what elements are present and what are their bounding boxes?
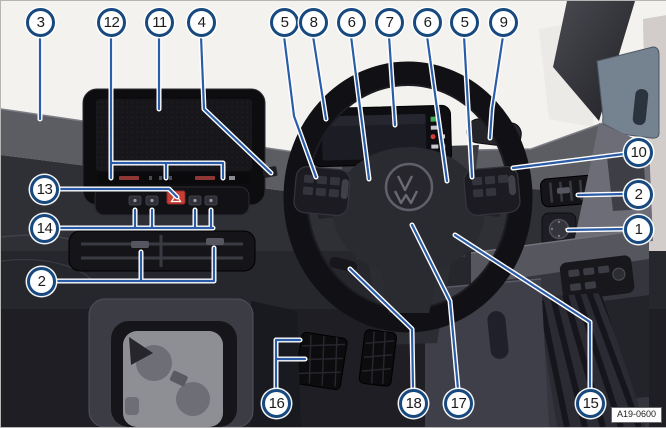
callout-16: 16 [262,389,291,418]
cupholder [123,331,223,427]
callout-15: 15 [576,389,605,418]
callout-4: 4 [187,8,216,37]
callout-17: 17 [444,389,473,418]
callout-7: 7 [375,8,404,37]
callout-8: 8 [299,8,328,37]
footrest [294,331,348,391]
door-mirror [596,46,660,139]
callout-1: 1 [624,215,653,244]
callout-lines [37,33,627,392]
callout-18: 18 [399,389,428,418]
wheel-buttons-right [463,165,521,216]
callout-5-right: 5 [450,8,479,37]
window-switches [559,255,635,301]
mirror-adjustment-knob [541,212,577,247]
callout-3: 3 [26,8,55,37]
callout-14: 14 [30,214,59,243]
callout-5-left: 5 [270,8,299,37]
wheel-buttons-left [293,166,351,217]
callout-6-left: 6 [337,8,366,37]
brake-pedal [358,329,397,387]
a-pillar [553,1,635,121]
callout-2-left: 2 [27,267,56,296]
vw-logo [384,162,434,212]
callout-6-right: 6 [413,8,442,37]
climate-touch-strip [98,173,250,184]
callout-13: 13 [30,175,59,204]
callout-12: 12 [97,8,126,37]
callout-9: 9 [489,8,518,37]
figure-code-label: A19-0600 [610,407,662,423]
callout-2-right: 2 [624,180,653,209]
infotainment-display [82,88,266,216]
callout-11: 11 [145,8,174,37]
callout-10: 10 [624,138,653,167]
air-vent-left [68,230,256,272]
